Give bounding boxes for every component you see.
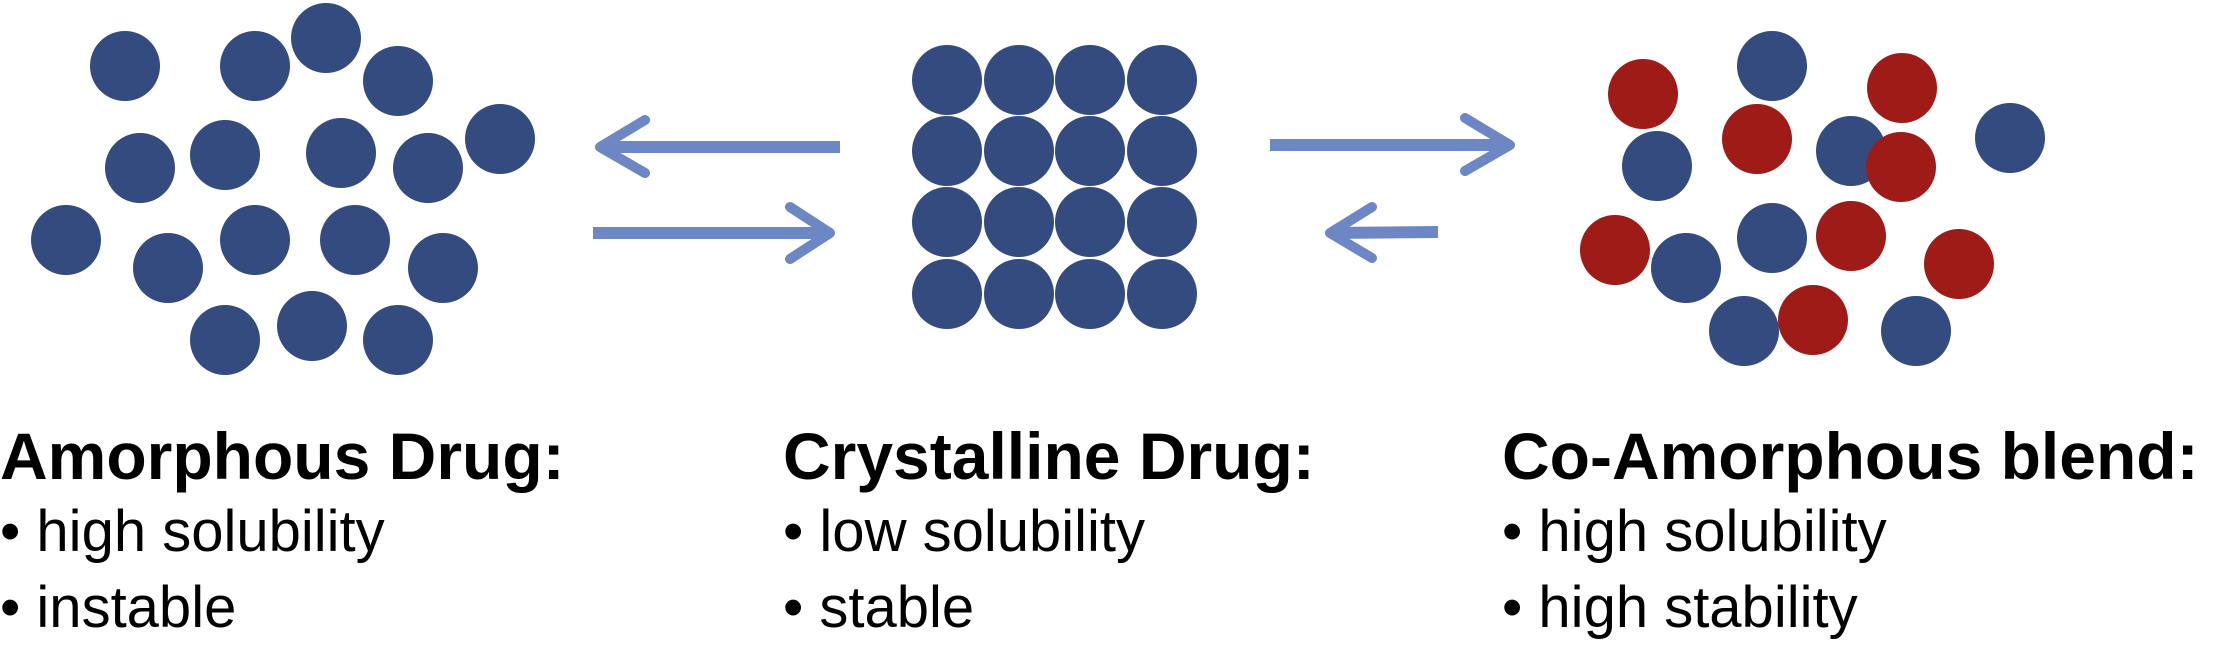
drug-molecule (1055, 187, 1125, 257)
drug-molecule (984, 187, 1054, 257)
drug-molecule (984, 116, 1054, 186)
coformer-molecule (1608, 59, 1678, 129)
co-amorphous-blend-label: Co-Amorphous blend: • high solubility • … (1502, 418, 2199, 646)
drug-molecule (320, 205, 390, 275)
amorphous-property-stability: • instable (0, 575, 237, 640)
drug-molecule (465, 104, 535, 174)
drug-molecule (912, 187, 982, 257)
drug-molecule (912, 45, 982, 115)
drug-molecule (306, 118, 376, 188)
drug-molecule (277, 291, 347, 361)
amorphous-drug-title: Amorphous Drug: (0, 419, 565, 493)
drug-molecule (912, 116, 982, 186)
drug-molecule (190, 305, 260, 375)
drug-molecule (190, 120, 260, 190)
drug-molecule (220, 205, 290, 275)
drug-molecule (984, 45, 1054, 115)
drug-molecule (408, 233, 478, 303)
co-amorphous-blend-title: Co-Amorphous blend: (1502, 419, 2199, 493)
crystalline-drug-title: Crystalline Drug: (783, 419, 1315, 493)
drug-molecule (1127, 116, 1197, 186)
coformer-molecule (1924, 229, 1994, 299)
drug-molecule (1881, 296, 1951, 366)
equilibrium-arrows (593, 113, 1515, 264)
drug-molecule (133, 233, 203, 303)
drug-molecule (291, 3, 361, 73)
crystalline-drug-label: Crystalline Drug: • low solubility • sta… (783, 418, 1315, 646)
coformer-molecule (1722, 104, 1792, 174)
drug-molecule (1055, 259, 1125, 329)
co-amorphous-property-solubility: • high solubility (1502, 499, 1887, 564)
drug-molecule (1127, 259, 1197, 329)
drug-molecule (363, 305, 433, 375)
drug-molecule (1622, 131, 1692, 201)
arrow-coamorphous-to-crystalline (1325, 202, 1439, 263)
drug-molecule (1127, 45, 1197, 115)
coformer-molecule (1580, 215, 1650, 285)
drug-molecule (105, 133, 175, 203)
arrow-crystalline-to-coamorphous (1270, 113, 1515, 176)
co-amorphous-blend-particles (1580, 31, 2045, 366)
drug-molecule (1737, 31, 1807, 101)
drug-molecule (1127, 187, 1197, 257)
coformer-molecule (1778, 285, 1848, 355)
drug-molecule (912, 259, 982, 329)
coformer-molecule (1816, 201, 1886, 271)
drug-molecule (1975, 103, 2045, 173)
drug-molecule (984, 259, 1054, 329)
drug-molecule (220, 31, 290, 101)
crystalline-property-stability: • stable (783, 575, 975, 640)
co-amorphous-property-stability: • high stability (1502, 575, 1858, 640)
drug-molecule (1055, 45, 1125, 115)
crystalline-property-solubility: • low solubility (783, 499, 1145, 564)
amorphous-drug-particles (31, 3, 535, 375)
arrow-amorphous-to-crystalline (593, 202, 835, 264)
arrow-crystalline-to-amorphous (595, 115, 840, 178)
drug-molecule (31, 205, 101, 275)
amorphous-drug-label: Amorphous Drug: • high solubility • inst… (0, 418, 565, 646)
drug-molecule (1709, 296, 1779, 366)
coformer-molecule (1867, 53, 1937, 123)
drug-molecule (90, 31, 160, 101)
drug-molecule (363, 46, 433, 116)
crystalline-drug-lattice (912, 45, 1197, 329)
drug-molecule (393, 133, 463, 203)
coformer-molecule (1866, 132, 1936, 202)
drug-molecule (1055, 116, 1125, 186)
amorphous-property-solubility: • high solubility (0, 499, 385, 564)
drug-molecule (1651, 233, 1721, 303)
drug-molecule (1737, 203, 1807, 273)
